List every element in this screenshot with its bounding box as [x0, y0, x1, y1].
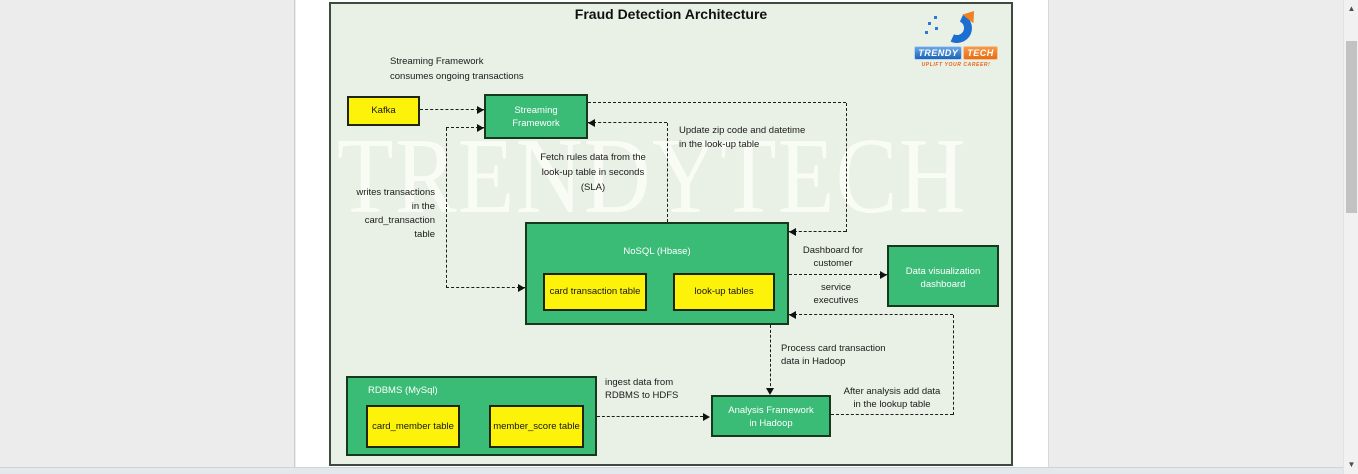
node-card-member-table: card_member table: [366, 405, 460, 448]
window-bottom-edge: [0, 467, 1343, 474]
node-nosql-hbase: NoSQL (Hbase) card transaction table loo…: [525, 222, 789, 325]
node-rdbms-mysql: RDBMS (MySql) card_member table member_s…: [346, 376, 597, 456]
annotation-fetch-rules: Fetch rules data from the look-up table …: [540, 152, 646, 193]
edge-after-vertical-segment: [953, 315, 954, 415]
trendytech-logo: TRENDY TECH UPLIFT YOUR CAREER!: [908, 6, 1004, 69]
edge-writes-nosql-arrowhead: [518, 284, 525, 292]
logo-brand-tech: TECH: [963, 46, 998, 60]
edge-nosql-to-dataviz: [789, 274, 887, 275]
edge-process-vertical-segment: [770, 325, 771, 391]
edge-process-analysis-arrowhead: [766, 388, 774, 395]
viewer-right-gutter: [1048, 0, 1343, 474]
edge-after-bottom-segment: [831, 414, 953, 415]
annotation-ingest-data: ingest data from RDBMS to HDFS: [605, 377, 679, 401]
edge-update-top-segment: [588, 102, 846, 103]
edge-update-vertical-segment: [846, 103, 847, 232]
viewer-left-gutter: [0, 0, 295, 474]
logo-dot-icon: [935, 27, 938, 30]
edge-writes-streaming-arrowhead: [477, 124, 484, 132]
edge-after-nosql-arrowhead: [789, 311, 796, 319]
edge-nosql-to-dataviz-arrowhead: [880, 271, 887, 279]
annotation-writes-transactions: writes transactions in the card_transact…: [356, 187, 435, 240]
edge-update-bottom-segment: [789, 231, 846, 232]
watermark-text: TRENDYTECH: [337, 115, 967, 236]
node-analysis-framework-hadoop: Analysis Framework in Hadoop: [711, 395, 831, 437]
logo-dot-icon: [925, 31, 928, 34]
node-data-visualization-dashboard: Data visualization dashboard: [887, 245, 999, 307]
node-lookup-tables: look-up tables: [673, 273, 775, 311]
edge-kafka-to-streaming-arrowhead: [477, 106, 484, 114]
logo-tagline: UPLIFT YOUR CAREER!: [921, 62, 991, 68]
edge-writes-bottom-segment: [446, 287, 525, 288]
logo-dot-icon: [934, 16, 937, 19]
annotation-after-analysis: After analysis add data in the lookup ta…: [843, 386, 941, 410]
node-card-transaction-table: card transaction table: [543, 273, 647, 311]
logo-dot-icon: [928, 22, 931, 25]
annotation-update-zip: Update zip code and datetime in the look…: [679, 125, 806, 150]
document-page: TRENDYTECH Fraud Detection Architecture …: [296, 0, 1048, 474]
annotation-process-card-data: Process card transaction data in Hadoop: [781, 343, 886, 367]
annotation-service-executives: service executives: [813, 282, 859, 306]
diagram-title: Fraud Detection Architecture: [574, 6, 768, 22]
edge-after-top-segment: [789, 314, 953, 315]
architecture-diagram: TRENDYTECH Fraud Detection Architecture …: [329, 2, 1013, 466]
annotation-streaming-consumes: Streaming Framework consumes ongoing tra…: [390, 56, 524, 82]
node-kafka: Kafka: [347, 96, 420, 126]
logo-brand-trendy: TRENDY: [914, 46, 963, 60]
edge-rdbms-to-analysis-arrowhead: [703, 413, 710, 421]
edge-fetch-vertical-segment: [667, 123, 668, 222]
node-nosql-label: NoSQL (Hbase): [623, 246, 691, 257]
scroll-up-button[interactable]: ▲: [1347, 4, 1356, 13]
edge-kafka-to-streaming: [420, 109, 484, 110]
vertical-scrollbar[interactable]: ▲ ▼: [1343, 0, 1358, 474]
node-streaming-framework: Streaming Framework: [484, 94, 588, 139]
edge-rdbms-to-analysis: [597, 416, 703, 417]
annotation-dashboard-for-customer: Dashboard for customer: [802, 245, 864, 269]
node-rdbms-label: RDBMS (MySql): [368, 385, 438, 396]
edge-fetch-streaming-arrowhead: [588, 119, 595, 127]
scrollbar-thumb[interactable]: [1346, 41, 1357, 213]
edge-fetch-horizontal-segment: [588, 122, 667, 123]
scroll-down-button[interactable]: ▼: [1347, 460, 1356, 469]
logo-banner: TRENDY TECH: [908, 46, 1004, 60]
edge-writes-top-segment: [446, 127, 484, 128]
node-member-score-table: member_score table: [489, 405, 584, 448]
edge-writes-vertical-segment: [446, 128, 447, 288]
edge-update-nosql-arrowhead: [789, 228, 796, 236]
